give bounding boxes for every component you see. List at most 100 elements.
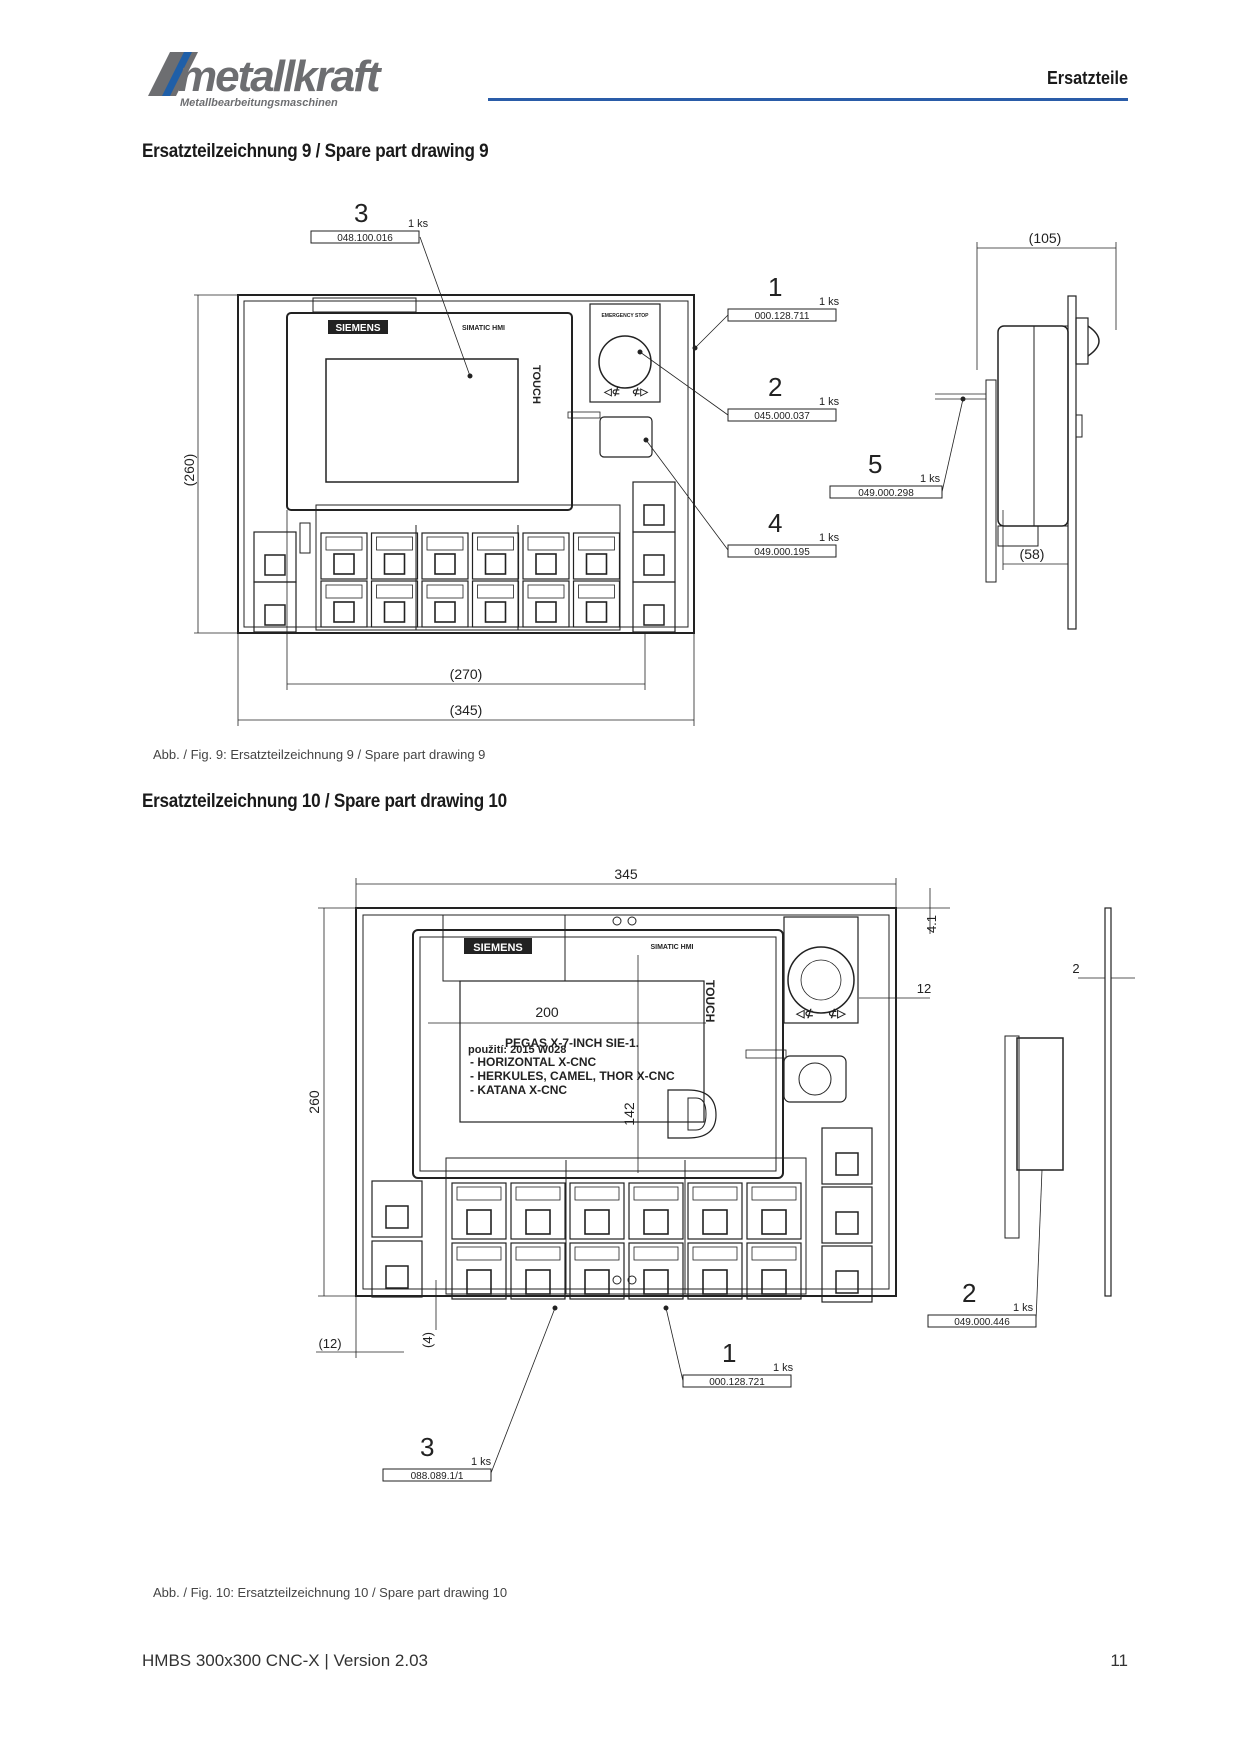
svg-text:1 ks: 1 ks: [920, 473, 941, 485]
footer-doc: HMBS 300x300 CNC-X | Version 2.03: [142, 1651, 428, 1670]
fig9-key: [572, 532, 621, 580]
fig9-key-left-bottom: [253, 581, 297, 633]
svg-text:045.000.037: 045.000.037: [754, 411, 810, 422]
fig10-key: [687, 1242, 743, 1300]
svg-text:použití: 2015 W028: použití: 2015 W028: [468, 1044, 566, 1056]
fig10-key-symbol: [574, 1246, 620, 1261]
fig9-dim-inner-width: (270): [450, 666, 483, 682]
svg-text:◁⊄: ◁⊄: [603, 387, 620, 398]
fig10-dim-right: 12: [917, 981, 931, 996]
fig10-key: [510, 1242, 566, 1300]
fig10-key-symbol: [456, 1186, 502, 1201]
fig9-estop-button: [598, 335, 652, 389]
fig9-siemens-label: SIEMENS: [335, 323, 380, 334]
fig10-side-plate: [1104, 907, 1112, 1297]
fig9-key-symbol: [527, 584, 565, 599]
fig10-dim-top: 4.1: [924, 915, 939, 933]
svg-text:1 ks: 1 ks: [819, 296, 840, 308]
fig9-key-symbol: [426, 536, 464, 551]
section-label: Ersatzteile: [1046, 68, 1128, 88]
fig10-key-symbol: [751, 1186, 797, 1201]
fig9-touch-label: TOUCH: [530, 365, 542, 404]
fig9-key-button: [585, 601, 608, 623]
fig9-callout-5: 5 1 ks 049.000.298: [829, 396, 966, 499]
fig10-key: [569, 1242, 625, 1300]
fig9-key-grid: [320, 532, 621, 628]
fig10-screen: [459, 980, 705, 1123]
fig10-callout-2: 2 1 ks 049.000.446: [927, 1169, 1043, 1328]
fig10-key-symbol: [574, 1186, 620, 1201]
fig10-key-button: [761, 1209, 787, 1235]
svg-text:000.128.721: 000.128.721: [709, 1377, 765, 1388]
fig9-estop-housing: [589, 303, 661, 403]
fig9-key-right-3: [632, 581, 676, 633]
svg-text:1: 1: [768, 272, 782, 302]
fig9-key-button: [383, 601, 406, 623]
fig9-panel-outline: [237, 294, 695, 634]
svg-text:⊄▷: ⊄▷: [828, 1008, 846, 1020]
fig9-key-button: [585, 553, 608, 575]
fig9-key-symbol: [325, 584, 363, 599]
fig10-dim-width: 345: [614, 866, 638, 882]
fig9-screen: [325, 358, 519, 483]
fig10-key-symbol: [515, 1186, 561, 1201]
fig9-estop-label: EMERGENCY STOP: [601, 313, 649, 319]
fig9-key-button: [333, 601, 355, 623]
fig9-key-button: [484, 601, 507, 623]
fig10-key-symbol: [633, 1186, 679, 1201]
brand-subtitle: Metallbearbeitungsmaschinen: [180, 97, 338, 109]
fig10-title: Ersatzteilzeichnung 10 / Spare part draw…: [142, 791, 507, 812]
fig10-key: [451, 1182, 507, 1240]
svg-text:1 ks: 1 ks: [1013, 1302, 1034, 1314]
fig10-key: [628, 1242, 684, 1300]
fig10-key-button: [702, 1209, 728, 1235]
fig9-key-button: [535, 601, 557, 623]
fig10-key-button: [584, 1209, 610, 1235]
fig9-key: [522, 532, 570, 580]
svg-text:- HORIZONTAL X-CNC: - HORIZONTAL X-CNC: [470, 1055, 597, 1069]
fig10-key-right-2: [821, 1186, 873, 1244]
fig9-key-symbol: [325, 536, 363, 551]
fig9-key-button: [383, 553, 406, 575]
svg-text:048.100.016: 048.100.016: [337, 233, 393, 244]
fig10-touch-label: TOUCH: [703, 980, 717, 1022]
fig9-key: [471, 532, 520, 580]
svg-text:1 ks: 1 ks: [408, 218, 429, 230]
fig10-key-button: [761, 1269, 787, 1295]
fig9-key-symbol: [477, 536, 514, 551]
fig10-key: [451, 1242, 507, 1300]
fig9-key: [370, 580, 419, 628]
fig9-key: [471, 580, 520, 628]
svg-text:000.128.711: 000.128.711: [755, 311, 810, 322]
fig10-siemens-label: SIEMENS: [473, 942, 523, 954]
svg-text:⊄▷: ⊄▷: [632, 387, 649, 398]
svg-text:3: 3: [420, 1432, 434, 1462]
fig9-key: [421, 580, 469, 628]
fig9-callout-3: 3 1 ks 048.100.016: [310, 198, 473, 379]
fig9-key: [421, 532, 469, 580]
fig9-callout-4: 4 1 ks 049.000.195: [643, 437, 840, 558]
svg-text:1 ks: 1 ks: [819, 396, 840, 408]
fig9-side-plate: [1067, 295, 1077, 630]
fig10-key-symbol: [692, 1246, 738, 1261]
fig10-dim-screen-h: 142: [621, 1102, 637, 1126]
fig10-usb-module: [783, 1055, 847, 1103]
fig10-dim-thickness: 2: [1072, 961, 1079, 976]
fig10-key: [687, 1182, 743, 1240]
fig10-drawing: SIEMENS SIMATIC HMI TOUCH PEGAS X-7-INCH…: [306, 866, 1135, 1482]
fig10-key-symbol: [692, 1186, 738, 1201]
svg-text:2: 2: [768, 372, 782, 402]
fig10-hmi-label: SIMATIC HMI: [650, 944, 693, 951]
fig9-key-button: [484, 553, 507, 575]
fig9-key: [320, 580, 368, 628]
fig9-caption: Abb. / Fig. 9: Ersatzteilzeichnung 9 / S…: [153, 747, 486, 762]
fig9-key-symbol: [376, 536, 413, 551]
fig10-screen-note: PEGAS X-7-INCH SIE-1. použití: 2015 W028…: [468, 1036, 675, 1097]
fig9-dim-height: (260): [181, 454, 197, 487]
fig10-key-button: [525, 1269, 551, 1295]
fig10-key-symbol: [751, 1246, 797, 1261]
svg-text:5: 5: [868, 449, 882, 479]
svg-text:1: 1: [722, 1338, 736, 1368]
fig9-key-symbol: [578, 584, 615, 599]
fig10-dim-height: 260: [306, 1090, 322, 1114]
